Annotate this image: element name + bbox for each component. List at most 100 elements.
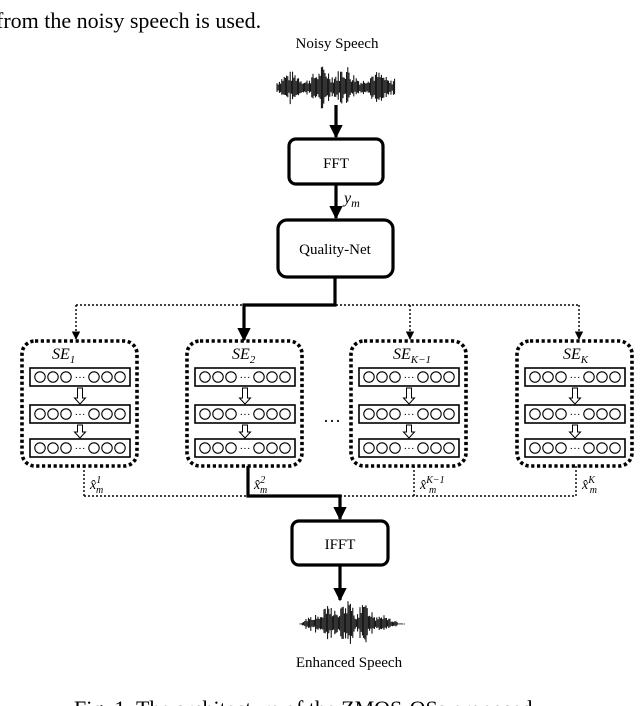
neuron-node <box>443 408 455 420</box>
layer-arrow-icon <box>568 387 582 405</box>
layer-arrow-icon <box>568 424 582 439</box>
neuron-node <box>596 442 608 454</box>
neuron-layer: ··· <box>194 438 296 458</box>
se-model-name: SE1 <box>52 346 75 366</box>
se-model-name: SEK <box>563 346 589 366</box>
neuron-node <box>47 408 59 420</box>
model-selection-routing <box>71 277 584 342</box>
neuron-node <box>253 442 265 454</box>
se-model-frame <box>515 339 634 468</box>
layer-arrow-icon <box>238 387 252 405</box>
neuron-node <box>430 442 442 454</box>
quality-net-block: Quality-Net <box>276 218 395 279</box>
neuron-node <box>34 408 46 420</box>
neuron-layer: ··· <box>29 404 131 424</box>
neuron-node <box>225 442 237 454</box>
model-ellipsis: ··· <box>323 411 341 431</box>
ifft-block: IFFT <box>290 519 390 567</box>
neuron-node <box>529 442 541 454</box>
neuron-node <box>47 442 59 454</box>
neuron-node <box>430 371 442 383</box>
neuron-node <box>389 408 401 420</box>
neuron-dots: ··· <box>570 443 581 455</box>
noisy-speech-waveform <box>276 66 396 109</box>
neuron-layer: ··· <box>29 438 131 458</box>
neuron-dots: ··· <box>570 372 581 384</box>
neuron-node <box>199 371 211 383</box>
neuron-node <box>279 408 291 420</box>
neuron-node <box>363 408 375 420</box>
neuron-node <box>101 371 113 383</box>
figure-caption: Fig. 1. The architecture of the ZMOS-QSs… <box>74 696 538 706</box>
neuron-node <box>88 408 100 420</box>
neuron-node <box>583 408 595 420</box>
neuron-node <box>609 442 621 454</box>
neuron-dots: ··· <box>240 372 251 384</box>
layer-arrow-icon <box>238 424 252 439</box>
neuron-dots: ··· <box>404 372 415 384</box>
neuron-node <box>542 371 554 383</box>
neuron-node <box>225 371 237 383</box>
neuron-layer: ··· <box>524 367 626 387</box>
neuron-node <box>376 408 388 420</box>
neuron-node <box>389 442 401 454</box>
input-label: Noisy Speech <box>296 36 379 52</box>
neuron-layer: ··· <box>358 438 460 458</box>
neuron-node <box>60 371 72 383</box>
neuron-dots: ··· <box>404 443 415 455</box>
neuron-node <box>609 408 621 420</box>
neuron-dots: ··· <box>240 443 251 455</box>
neuron-node <box>279 371 291 383</box>
neuron-node <box>266 442 278 454</box>
neuron-node <box>266 408 278 420</box>
neuron-node <box>417 408 429 420</box>
layer-arrow-icon <box>73 424 87 439</box>
neuron-layer: ··· <box>524 404 626 424</box>
neuron-node <box>583 371 595 383</box>
neuron-node <box>212 408 224 420</box>
neuron-node <box>555 442 567 454</box>
neuron-node <box>443 371 455 383</box>
neuron-node <box>114 442 126 454</box>
fft-label: FFT <box>323 156 349 172</box>
neuron-node <box>609 371 621 383</box>
neuron-dots: ··· <box>75 409 86 421</box>
neuron-node <box>114 371 126 383</box>
neuron-layer: ··· <box>194 367 296 387</box>
neuron-layer: ··· <box>358 404 460 424</box>
neuron-node <box>101 442 113 454</box>
neuron-dots: ··· <box>570 409 581 421</box>
neuron-dots: ··· <box>240 409 251 421</box>
ifft-label: IFFT <box>325 537 356 553</box>
header-text: from the noisy speech is used. <box>0 8 261 33</box>
neuron-node <box>253 408 265 420</box>
neuron-node <box>376 371 388 383</box>
neuron-node <box>225 408 237 420</box>
neuron-node <box>529 408 541 420</box>
neuron-dots: ··· <box>75 443 86 455</box>
output-collection <box>83 466 577 521</box>
output-label: Enhanced Speech <box>296 655 403 671</box>
neuron-node <box>376 442 388 454</box>
neuron-node <box>555 408 567 420</box>
neuron-node <box>212 442 224 454</box>
neuron-node <box>60 442 72 454</box>
neuron-node <box>279 442 291 454</box>
neuron-node <box>253 371 265 383</box>
neuron-node <box>60 408 72 420</box>
neuron-node <box>583 442 595 454</box>
neuron-node <box>88 371 100 383</box>
neuron-node <box>47 371 59 383</box>
layer-arrow-icon <box>73 387 87 405</box>
neuron-dots: ··· <box>404 409 415 421</box>
